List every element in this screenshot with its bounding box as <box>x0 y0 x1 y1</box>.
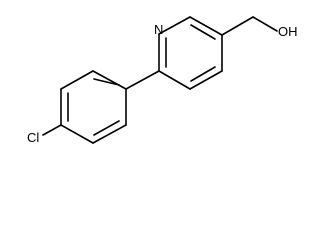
chlorophenyl-ring <box>60 70 127 144</box>
chlorine-label: Cl <box>27 130 39 145</box>
bond-c2-c3 <box>189 16 223 36</box>
bond-p4-cl <box>42 124 62 136</box>
bond-p1-p2-inner <box>93 78 120 86</box>
bond-p1-p2 <box>92 70 127 90</box>
bond-p5-p6-inner <box>93 120 120 136</box>
bond-c4-c5-inner <box>190 66 216 82</box>
bond-p4-p5 <box>60 124 94 144</box>
bond-n-c2 <box>158 16 191 35</box>
molecule-diagram: N OH Cl <box>27 16 298 145</box>
bond-p5-p6 <box>92 124 127 144</box>
bond-biaryl <box>125 70 160 90</box>
bond-ch2-o <box>252 16 278 32</box>
bond-p2-p3 <box>60 70 94 90</box>
hydroxymethyl-group <box>221 16 278 36</box>
nitrogen-label: N <box>154 22 163 37</box>
bond-c4-c5 <box>189 70 223 90</box>
structure-drawing: N OH Cl <box>27 16 298 145</box>
hydroxyl-label: OH <box>278 24 298 39</box>
bond-c2-c3-inner <box>190 24 216 40</box>
pyridine-ring <box>158 16 223 90</box>
bond-c5-c6 <box>158 70 191 90</box>
bond-c3-ch2 <box>221 16 254 36</box>
